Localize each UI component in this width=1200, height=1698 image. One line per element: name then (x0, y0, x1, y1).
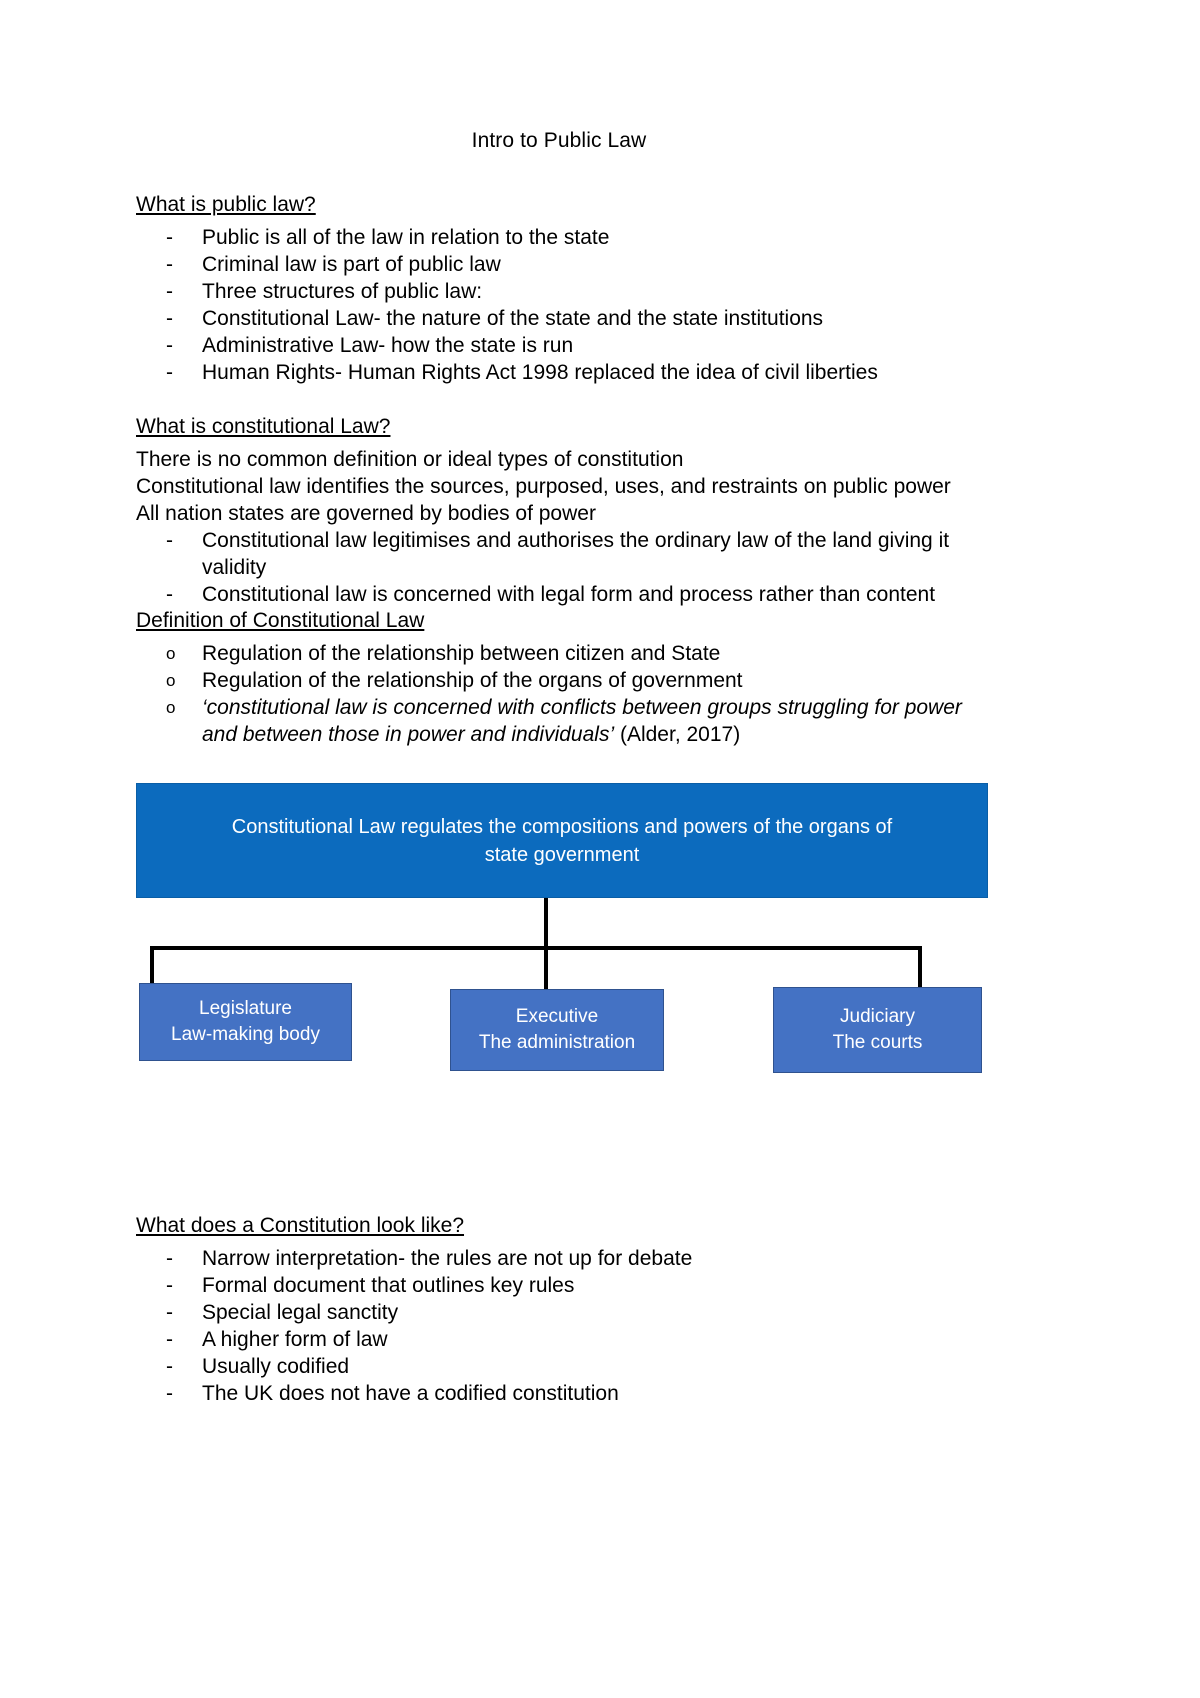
list-item: Public is all of the law in relation to … (136, 224, 982, 251)
heading-what-is-constitutional-law: What is constitutional Law? (136, 415, 391, 438)
connector-bus (150, 946, 922, 950)
document-content: Intro to Public Law What is public law? … (136, 128, 988, 1407)
paragraph: There is no common definition or ideal t… (136, 448, 684, 471)
list-public-law-bullets: Public is all of the law in relation to … (136, 224, 982, 386)
list-item: Regulation of the relationship between c… (136, 640, 982, 668)
list-definition-items: Regulation of the relationship between c… (136, 640, 982, 748)
list-item: Criminal law is part of public law (136, 251, 982, 278)
list-item: Human Rights- Human Rights Act 1998 repl… (136, 359, 982, 386)
list-item: The UK does not have a codified constitu… (136, 1380, 982, 1407)
heading-what-is-public-law: What is public law? (136, 193, 316, 216)
box-line-1: Executive (515, 1006, 599, 1027)
box-line-2: Law-making body (171, 1024, 320, 1045)
org-chart-top-box: Constitutional Law regulates the composi… (136, 783, 988, 898)
org-chart-box-legislature-label: Legislature Law-making body (171, 996, 320, 1048)
box-line-2: The courts (832, 1032, 923, 1053)
section-public-law-heading-row: What is public law? (136, 192, 982, 222)
box-line-1: Legislature (199, 998, 292, 1019)
heading-definition-of-constitutional-law: Definition of Constitutional Law (136, 609, 425, 632)
quote-text: ‘constitutional law is concerned with co… (202, 696, 962, 746)
page-title: Intro to Public Law (471, 129, 647, 152)
connector-drop-right (918, 946, 922, 990)
list-item-quote: ‘constitutional law is concerned with co… (136, 694, 982, 748)
paragraph: Constitutional law identifies the source… (136, 475, 951, 498)
section-constitution-look: What does a Constitution look like? Narr… (136, 1213, 982, 1407)
list-item: Usually codified (136, 1353, 982, 1380)
spacer (136, 386, 982, 414)
list-item: Three structures of public law: (136, 278, 982, 305)
org-chart-box-executive: Executive The administration (450, 989, 664, 1071)
list-item: Formal document that outlines key rules (136, 1272, 982, 1299)
connector-drop-left (150, 946, 154, 986)
org-chart-box-executive-label: Executive The administration (479, 1004, 635, 1056)
box-line-2: The administration (478, 1032, 636, 1053)
list-item: Administrative Law- how the state is run (136, 332, 982, 359)
box-line-1: Judiciary (840, 1006, 915, 1027)
list-item: Constitutional law is concerned with leg… (136, 581, 982, 608)
paragraph: All nation states are governed by bodies… (136, 502, 596, 525)
connector-drop-middle (544, 946, 548, 992)
section-constitution-look-heading-row: What does a Constitution look like? (136, 1213, 982, 1243)
heading-what-does-a-constitution-look-like: What does a Constitution look like? (136, 1214, 465, 1237)
list-item: Special legal sanctity (136, 1299, 982, 1326)
list-item: Regulation of the relationship of the or… (136, 667, 982, 695)
list-item: Constitutional law legitimises and autho… (136, 527, 982, 581)
org-chart-box-judiciary-label: Judiciary The courts (833, 1004, 923, 1056)
list-constitutional-law-bullets: Constitutional law legitimises and autho… (136, 527, 982, 608)
org-chart-diagram: Constitutional Law regulates the composi… (136, 783, 988, 1083)
list-item: Narrow interpretation- the rules are not… (136, 1245, 982, 1272)
list-constitution-look-bullets: Narrow interpretation- the rules are not… (136, 1245, 982, 1407)
section-constitutional-law-heading-row: What is constitutional Law? (136, 414, 982, 444)
section-definition-heading-row: Definition of Constitutional Law (136, 608, 982, 638)
org-chart-top-box-label: Constitutional Law regulates the composi… (231, 815, 893, 866)
connector-stem (544, 898, 548, 948)
quote-citation: (Alder, 2017) (614, 723, 741, 746)
list-item: Constitutional Law- the nature of the st… (136, 305, 982, 332)
list-item: A higher form of law (136, 1326, 982, 1353)
org-chart-box-legislature: Legislature Law-making body (139, 983, 352, 1061)
org-chart-box-judiciary: Judiciary The courts (773, 987, 982, 1073)
